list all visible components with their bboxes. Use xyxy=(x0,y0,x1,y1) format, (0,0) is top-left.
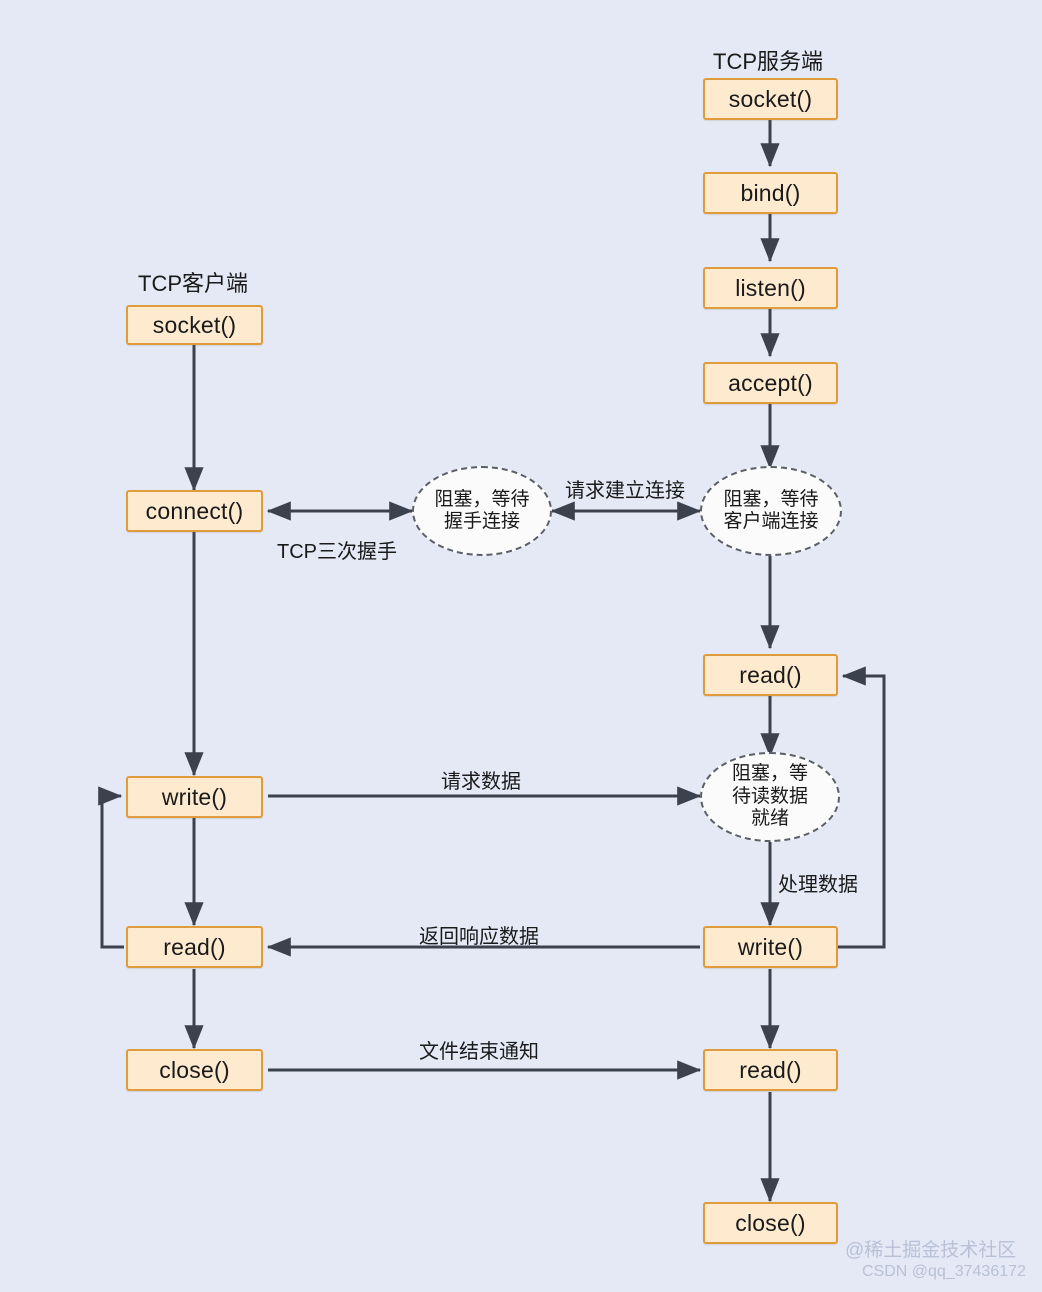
edge-server-loop-write-to-read xyxy=(838,666,886,949)
edge-label-process-data: 处理数据 xyxy=(778,874,858,896)
node-server-socket[interactable]: socket() xyxy=(703,78,838,120)
node-server-accept[interactable]: accept() xyxy=(703,362,838,404)
edge-label-three-way-handshake: TCP三次握手 xyxy=(277,541,397,563)
node-client-write[interactable]: write() xyxy=(126,776,263,818)
edge-label-request-data: 请求数据 xyxy=(441,771,521,793)
node-server-read-first[interactable]: read() xyxy=(703,654,838,696)
watermark-site: @稀土掘金技术社区 xyxy=(845,1240,1017,1261)
ellipse-server-block-connection: 阻塞，等待 客户端连接 xyxy=(700,466,842,556)
ellipse-client-block-handshake: 阻塞，等待 握手连接 xyxy=(412,466,552,556)
node-client-read[interactable]: read() xyxy=(126,926,263,968)
node-client-connect[interactable]: connect() xyxy=(126,490,263,532)
node-client-socket[interactable]: socket() xyxy=(126,305,263,345)
edge-label-request-connection: 请求建立连接 xyxy=(565,480,685,502)
node-client-close[interactable]: close() xyxy=(126,1049,263,1091)
watermark-author: CSDN @qq_37436172 xyxy=(862,1263,1026,1280)
node-server-bind[interactable]: bind() xyxy=(703,172,838,214)
node-server-close[interactable]: close() xyxy=(703,1202,838,1244)
ellipse-server-block-read-ready: 阻塞，等 待读数据 就绪 xyxy=(700,752,840,842)
node-server-listen[interactable]: listen() xyxy=(703,267,838,309)
lane-title-client: TCP客户端 xyxy=(138,271,249,296)
edge-label-eof-notice: 文件结束通知 xyxy=(419,1041,539,1063)
edge-client-loop-read-to-write xyxy=(98,786,124,949)
lane-title-server: TCP服务端 xyxy=(713,49,824,74)
node-server-read-second[interactable]: read() xyxy=(703,1049,838,1091)
edge-label-return-response-data: 返回响应数据 xyxy=(419,926,539,948)
node-server-write[interactable]: write() xyxy=(703,926,838,968)
